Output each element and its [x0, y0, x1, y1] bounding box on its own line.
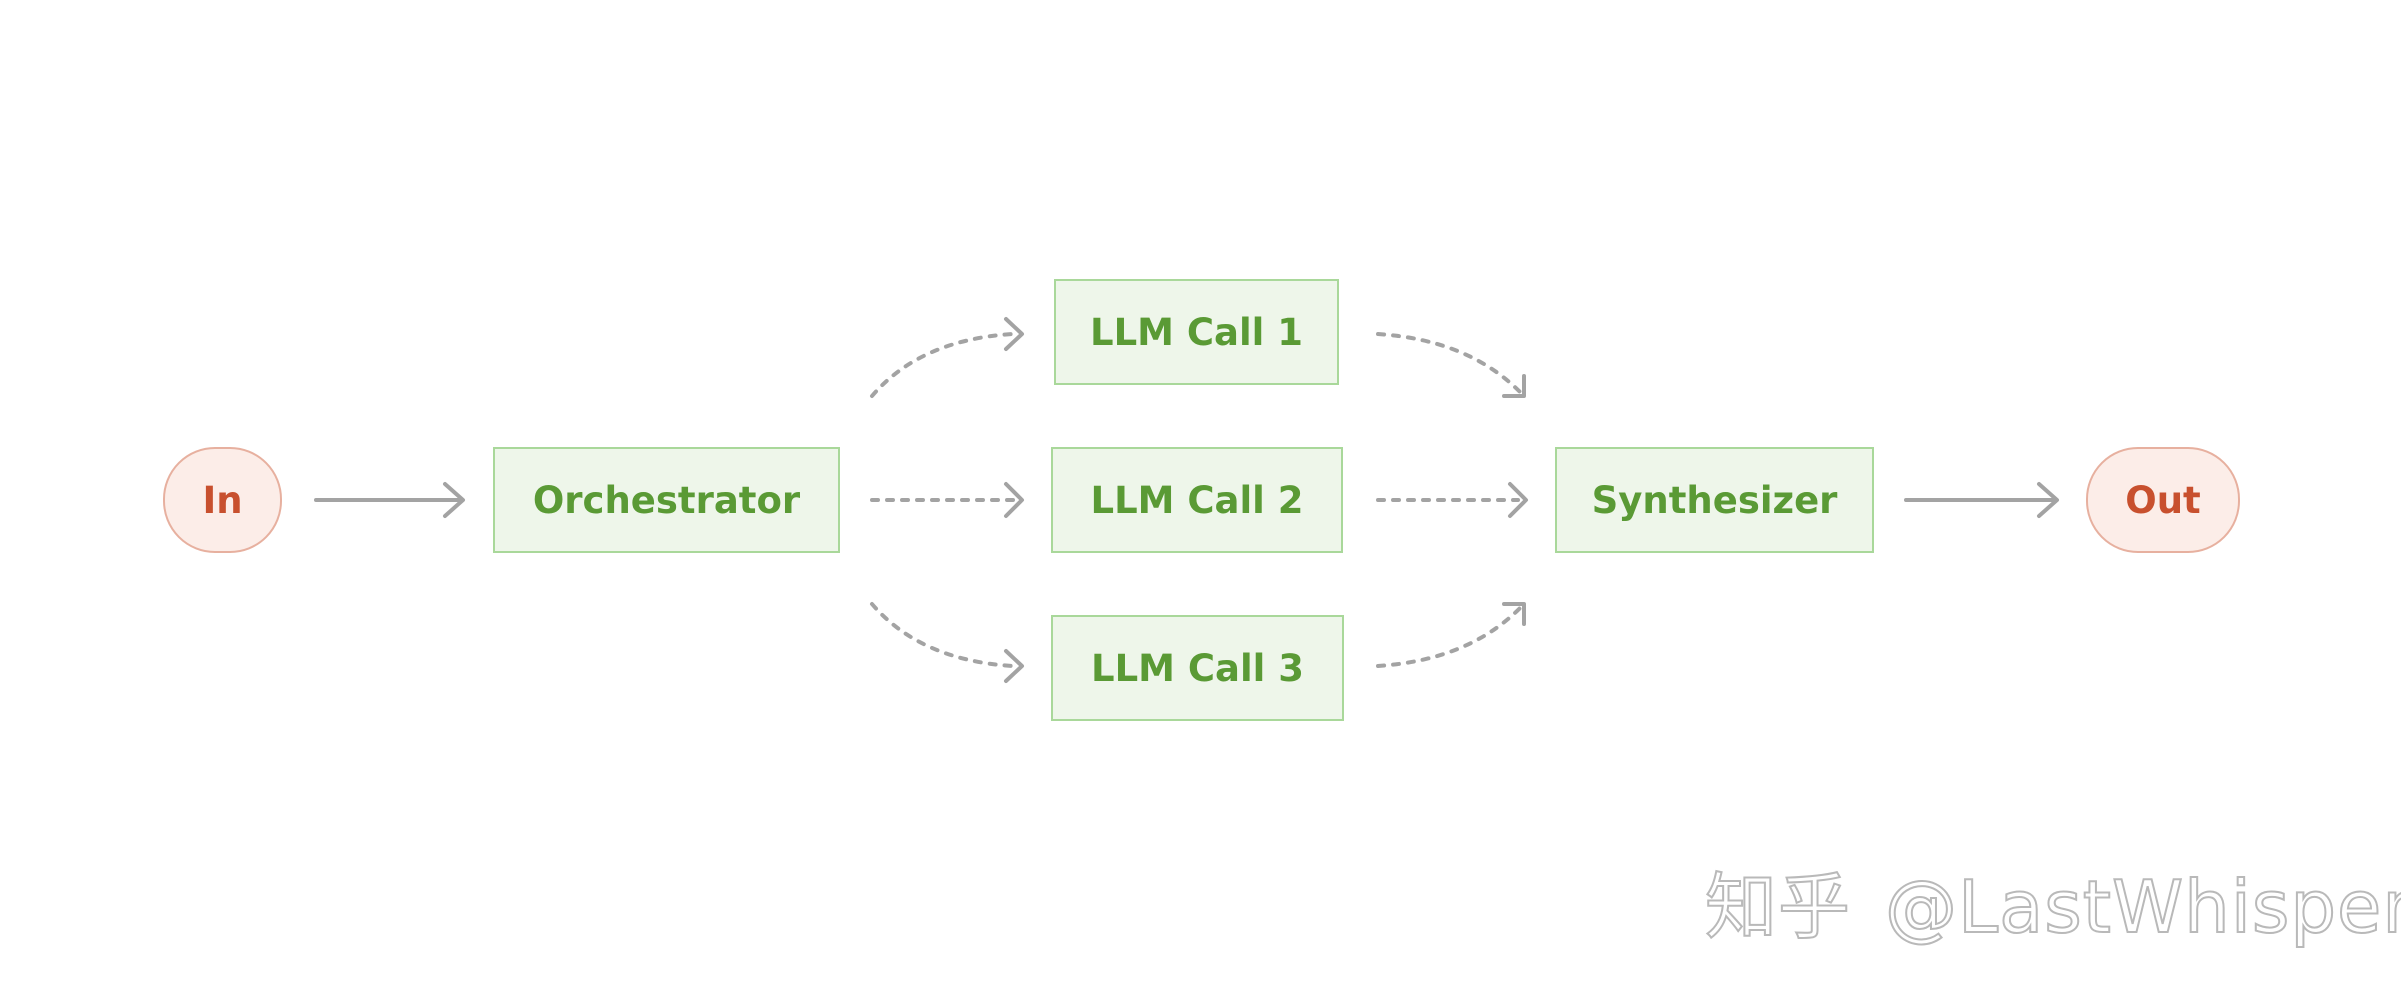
output-node-label: Out: [2125, 478, 2201, 522]
arrow-llm-call-2-to-synthesizer: [1376, 482, 1528, 518]
llm-call-2-node: LLM Call 2: [1051, 447, 1343, 553]
output-node: Out: [2086, 447, 2240, 553]
arrow-orchestrator-to-llm-call-2: [870, 482, 1024, 518]
llm-call-1-node-label: LLM Call 1: [1090, 310, 1303, 354]
llm-call-3-node-label: LLM Call 3: [1091, 646, 1304, 690]
llm-call-2-node-label: LLM Call 2: [1090, 478, 1304, 522]
watermark-site: 知乎: [1704, 864, 1852, 950]
watermark-handle: @LastWhisper: [1884, 864, 2401, 950]
arrow-in-to-orchestrator: [314, 482, 465, 518]
llm-call-3-node: LLM Call 3: [1051, 615, 1344, 721]
orchestrator-node-label: Orchestrator: [532, 478, 801, 522]
input-node-label: In: [202, 478, 243, 522]
arrow-llm-call-1-to-synthesizer: [1376, 332, 1526, 398]
arrow-orchestrator-to-llm-call-1: [870, 317, 1024, 398]
input-node: In: [163, 447, 282, 553]
orchestrator-node: Orchestrator: [493, 447, 840, 553]
synthesizer-node: Synthesizer: [1555, 447, 1874, 553]
arrow-llm-call-3-to-synthesizer: [1376, 602, 1526, 668]
arrow-orchestrator-to-llm-call-3: [870, 602, 1024, 683]
llm-call-1-node: LLM Call 1: [1054, 279, 1339, 385]
synthesizer-node-label: Synthesizer: [1591, 478, 1838, 522]
arrow-synthesizer-to-out: [1904, 482, 2059, 518]
watermark: 知乎 @LastWhisper: [1704, 848, 2401, 953]
